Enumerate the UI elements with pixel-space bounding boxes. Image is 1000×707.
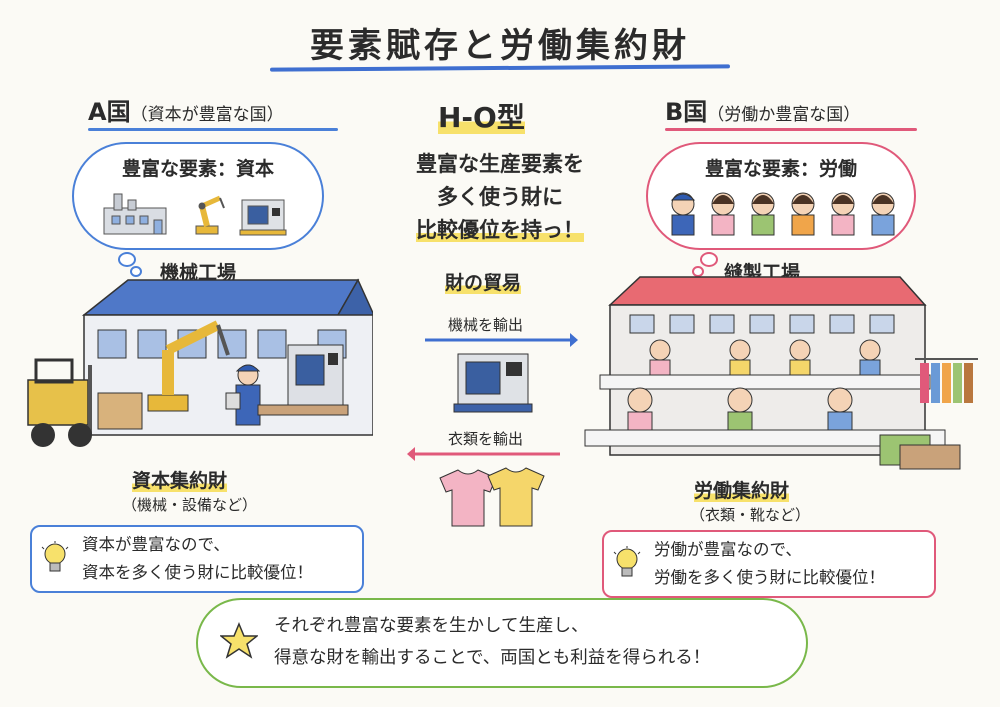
labor-workers-icons: [670, 192, 895, 236]
country-a-note-line1: 資本が豊富なので、: [82, 535, 230, 554]
ho-line2: 多く使う財に: [437, 185, 563, 209]
thought-dot: [130, 266, 142, 277]
thought-dot: [118, 252, 136, 267]
worker-icon: [859, 339, 881, 379]
country-a-thought-text: 豊富な要素：資本: [121, 158, 274, 180]
capital-intensive-good-label: 資本集約財: [132, 470, 228, 492]
country-b-thought-text: 豊富な要素：労働: [704, 158, 857, 180]
worker-icon: [670, 192, 696, 236]
machine-tool-icon: [239, 199, 287, 236]
worker-icon: [831, 192, 855, 236]
export-b-label: 衣類を輸出: [448, 430, 524, 448]
conclusion-line1: それぞれ豊富な要素を生かして生産し、: [274, 616, 589, 636]
country-a-thought-cloud: 豊富な要素：資本: [72, 142, 324, 250]
thought-dot: [692, 266, 704, 277]
country-b-underline: [665, 128, 917, 131]
country-a-factory-label: 機械工場: [160, 262, 237, 284]
robot-arm-icon: [147, 320, 230, 412]
worker-icon: [789, 339, 811, 379]
worker-icon: [649, 339, 671, 379]
country-a-underline: [88, 128, 338, 131]
page-title: 要素賦存と労働集約財: [310, 26, 690, 66]
country-b-note-box: 労働が豊富なので、 労働を多く使う財に比較優位！: [602, 530, 936, 598]
robot-arm-icon: [195, 195, 225, 235]
country-b-heading: B国（労働か豊富な国）: [665, 92, 860, 127]
country-b-thought-cloud: 豊富な要素：労働: [646, 142, 916, 250]
capital-icons: [103, 193, 287, 236]
country-a-note-box: 資本が豊富なので、 資本を多く使う財に比較優位！: [30, 525, 364, 593]
lightbulb-icon: [41, 541, 69, 572]
ho-line3: 比較優位を持っ！: [416, 218, 584, 242]
worker-icon: [791, 192, 815, 236]
worker-icon: [729, 339, 751, 379]
star-icon: [220, 622, 258, 659]
worker-icon: [871, 192, 895, 236]
worker-icon: [225, 364, 261, 426]
sewing-factory-illustration: [584, 276, 978, 470]
thought-dot: [700, 252, 718, 267]
ho-model-title: H-O型: [438, 101, 525, 134]
ho-line1: 豊富な生産要素を: [416, 152, 584, 176]
machine-factory-illustration: [27, 278, 373, 447]
worker-icon: [627, 387, 653, 433]
country-a-note-line2: 資本を多く使う財に比較優位！: [82, 563, 313, 582]
conclusion-cloud: それぞれ豊富な要素を生かして生産し、 得意な財を輸出することで、両国とも利益を得…: [196, 598, 808, 688]
labor-intensive-good-sub: （衣類・靴など）: [690, 506, 811, 524]
country-b-note-line1: 労働が豊富なので、: [654, 540, 802, 559]
export-a-arrow: [425, 333, 578, 347]
ho-model-explanation: 豊富な生産要素を 多く使う財に 比較優位を持っ！: [380, 148, 620, 247]
t-shirt-icon: [439, 467, 545, 527]
export-b-arrow: [407, 447, 560, 461]
forklift-icon: [27, 358, 143, 447]
machine-tool-icon: [287, 344, 344, 406]
capital-intensive-good-sub: （機械・設備など）: [122, 496, 258, 514]
lightbulb-icon: [613, 546, 641, 577]
country-b-note-line2: 労働を多く使う財に比較優位！: [654, 568, 885, 587]
worker-icon: [727, 387, 753, 433]
country-b-desc: （労働か豊富な国）: [707, 105, 861, 125]
export-a-label: 機械を輸出: [448, 316, 524, 334]
conclusion-line2: 得意な財を輸出することで、両国とも利益を得られる！: [274, 648, 711, 668]
worker-icon: [751, 192, 775, 236]
country-b-name: B国: [665, 98, 708, 126]
factory-icon: [103, 193, 167, 235]
trade-title: 財の貿易: [445, 272, 522, 294]
machine-tool-icon: [453, 353, 533, 413]
clothes-rack-icon: [915, 358, 978, 403]
labor-intensive-good-label: 労働集約財: [694, 480, 790, 502]
country-a-heading: A国（資本が豊富な国）: [88, 92, 284, 127]
country-a-desc: （資本が豊富な国）: [130, 105, 284, 125]
worker-icon: [711, 192, 735, 236]
country-a-name: A国: [88, 98, 131, 126]
